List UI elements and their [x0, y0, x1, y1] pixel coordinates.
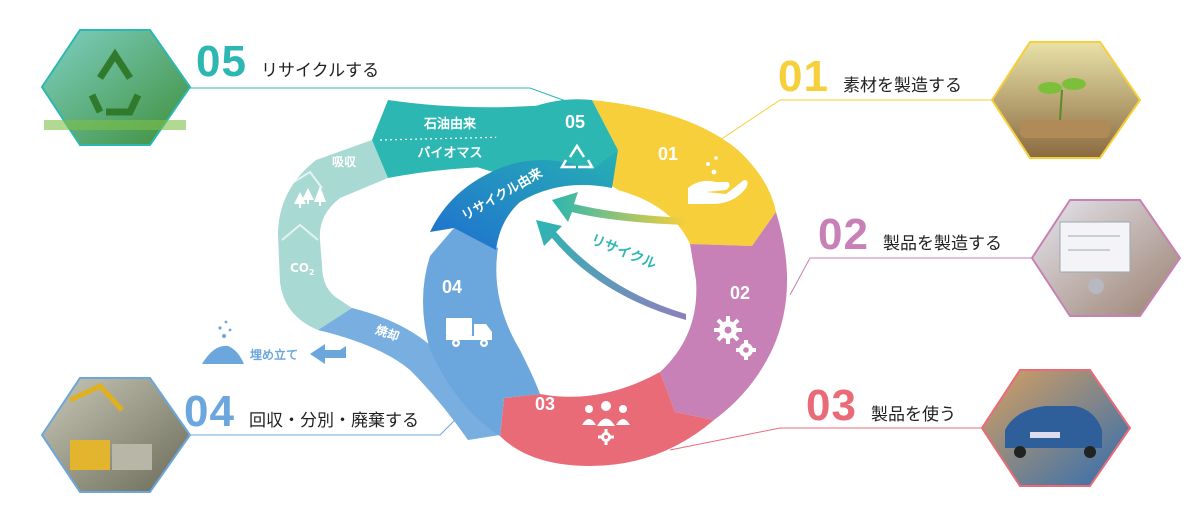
- segment-05: [470, 99, 618, 180]
- petroleum-label: 石油由来: [423, 116, 477, 132]
- segment-03-number: 03: [535, 394, 555, 414]
- step-01-number: 01: [778, 52, 829, 101]
- people-gear-icon: [582, 401, 630, 445]
- connector-02: [789, 257, 1050, 296]
- recycle-arrow-lower: [536, 220, 686, 320]
- step-01-caption: 素材を製造する: [842, 76, 962, 96]
- connector-03: [669, 427, 990, 451]
- segment-04-number: 04: [442, 277, 462, 297]
- segment-02-number: 02: [730, 283, 750, 303]
- co2-label: CO2: [290, 261, 315, 277]
- trees-icon: [294, 186, 326, 208]
- step-05-number: 05: [196, 37, 247, 86]
- step-04-label: 04 回収・分別・廃棄する: [184, 390, 419, 434]
- step-04-number: 04: [184, 387, 235, 436]
- chevron-up-icon: [291, 170, 323, 189]
- landfill-label: 埋め立て: [250, 347, 298, 362]
- biomass-loop: [278, 140, 388, 330]
- segment-02: [660, 212, 788, 420]
- seedling-photo: [990, 41, 1142, 159]
- gears-icon: [714, 316, 756, 360]
- connector-01: [719, 99, 1000, 141]
- step-05-caption: リサイクルする: [260, 61, 380, 81]
- step-02-number: 02: [818, 210, 869, 259]
- segment-01-number: 01: [658, 144, 678, 164]
- segment-05-number: 05: [565, 112, 585, 132]
- biomass-label: バイオマス: [417, 146, 482, 161]
- waste-sorting-photo: [40, 377, 192, 493]
- step-03-caption: 製品を使う: [870, 405, 956, 425]
- recycle-arrow-upper: [552, 192, 686, 225]
- chevron-up-icon: [281, 223, 319, 241]
- cycle-ring: [423, 99, 788, 466]
- design-drawing-photo: [1030, 199, 1182, 317]
- hand-seedling-icon: [688, 156, 748, 204]
- recycle-symbol-photo: [40, 29, 192, 146]
- incineration-band: [318, 308, 500, 440]
- car-photo: [980, 369, 1132, 487]
- landfill-pile-icon: [202, 320, 244, 364]
- segment-01: [592, 100, 776, 246]
- step-02-caption: 製品を製造する: [882, 234, 1002, 254]
- step-03-label: 03 製品を使う: [806, 384, 956, 428]
- step-01-label: 01 素材を製造する: [778, 55, 962, 99]
- step-05-label: 05 リサイクルする: [196, 40, 379, 84]
- inner-recycle-arrows: [536, 192, 686, 320]
- step-04-caption: 回収・分別・廃棄する: [248, 411, 419, 431]
- step-02-label: 02 製品を製造する: [818, 213, 1002, 257]
- truck-icon: [446, 318, 492, 347]
- absorb-label: 吸収: [332, 155, 357, 169]
- recycled-origin-band: [430, 150, 618, 250]
- recycle-icon: [559, 143, 595, 169]
- landfill-arrow: [310, 344, 346, 364]
- inner-recycle-label: リサイクル: [588, 232, 658, 273]
- step-03-number: 03: [806, 381, 857, 430]
